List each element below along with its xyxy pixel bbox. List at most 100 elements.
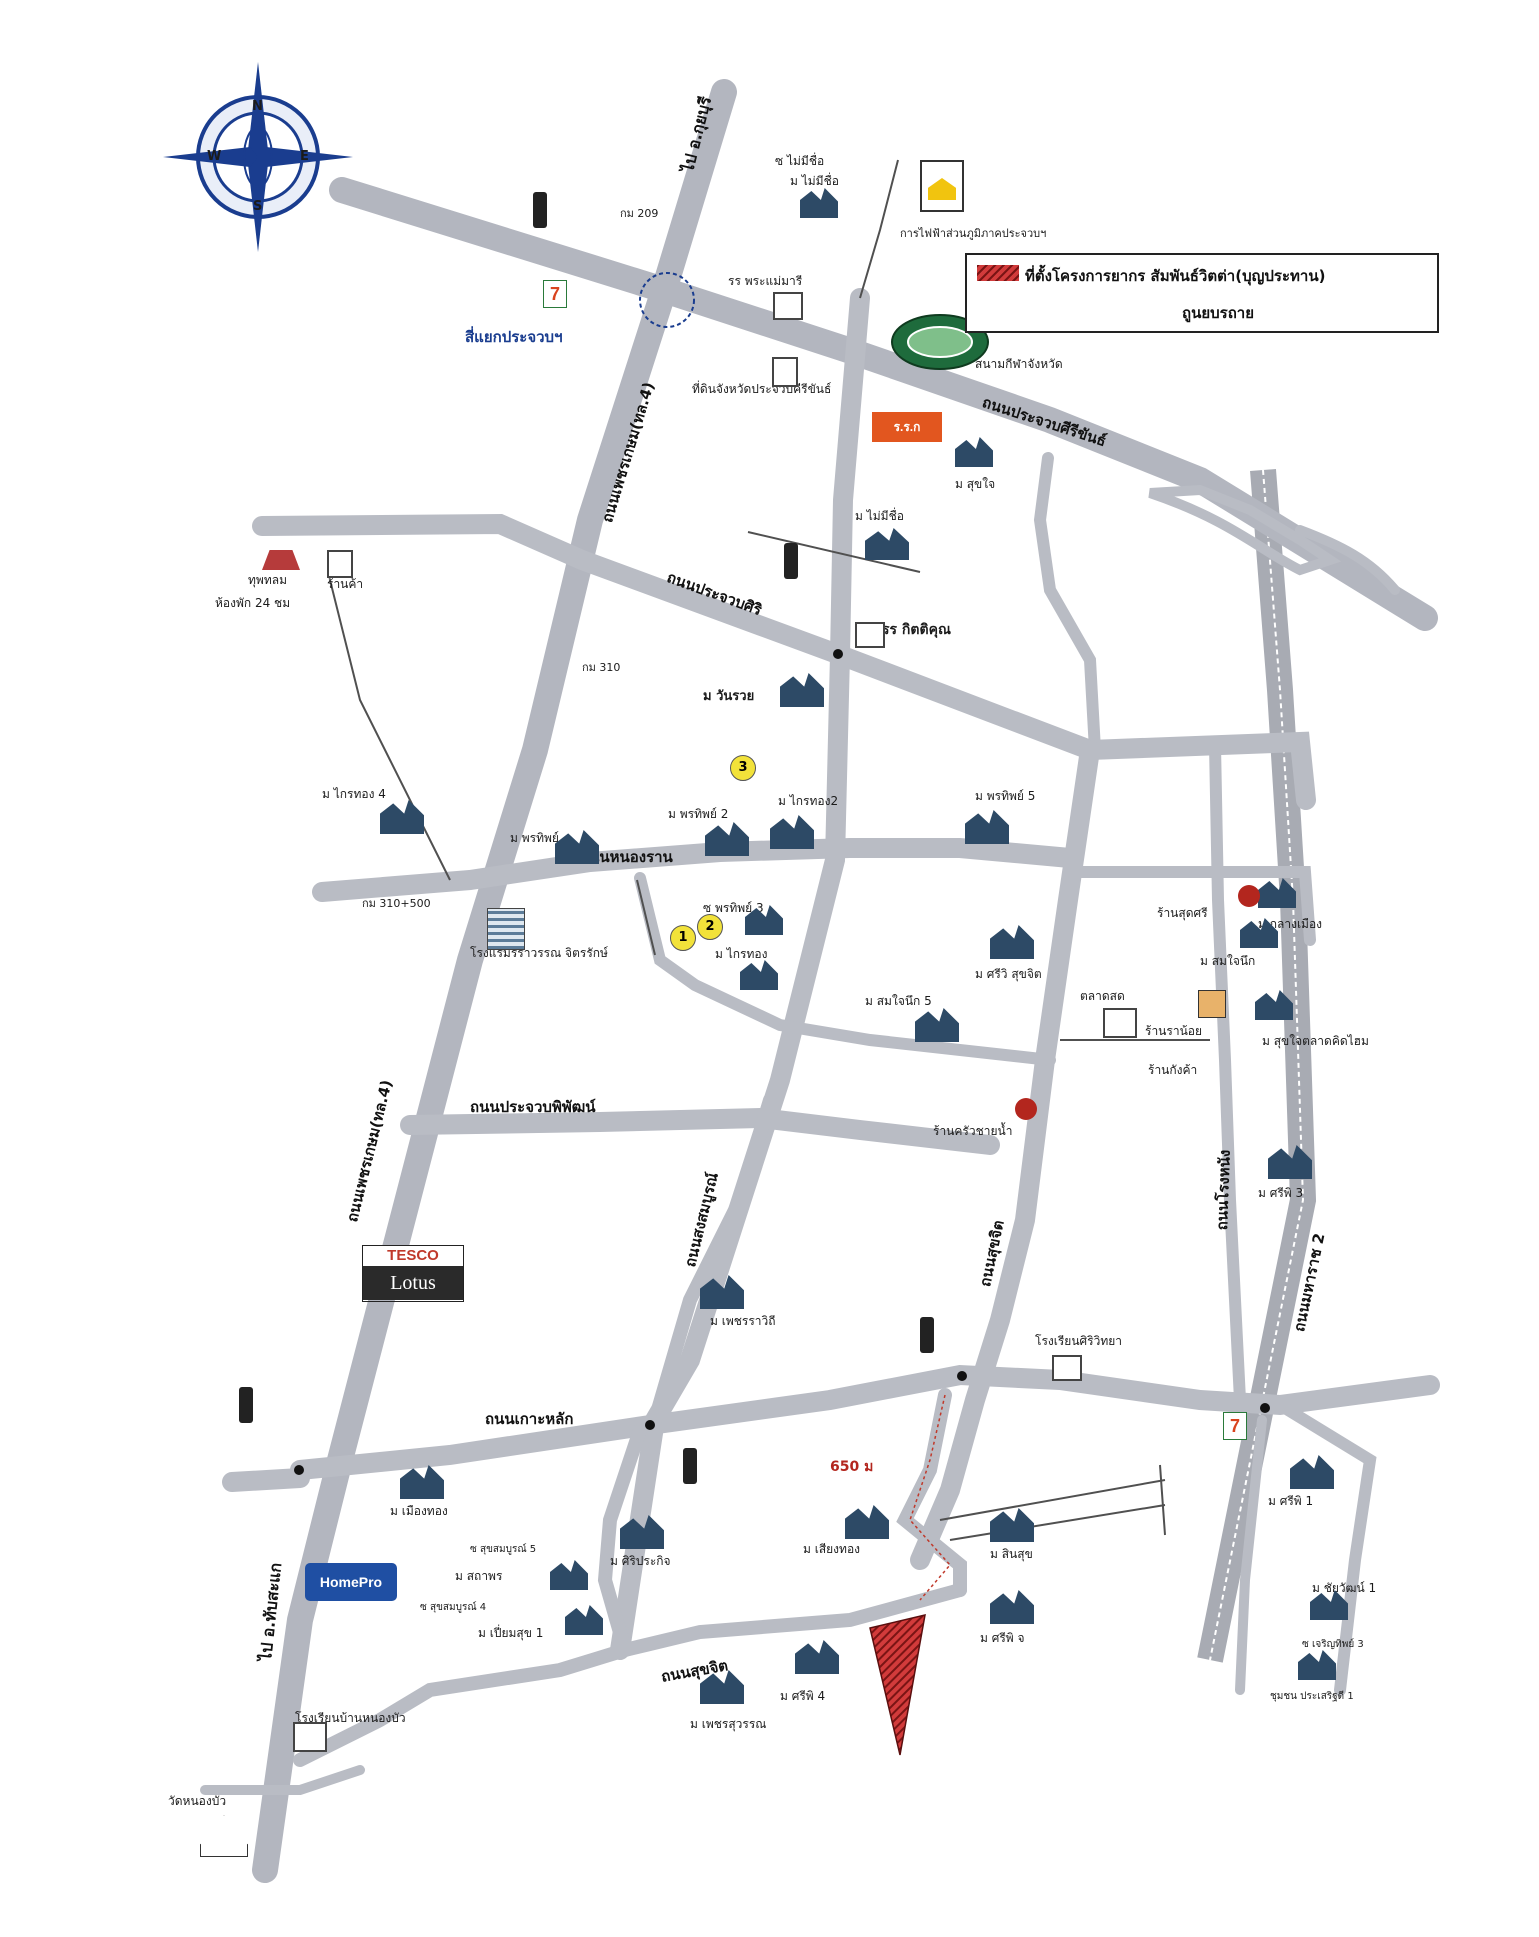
place-shop-top: ร้านค้า [327, 577, 364, 591]
compass-w-label: W [207, 149, 222, 164]
distance-650m-label: 650 ม [830, 1459, 874, 1475]
place-mu-srisi-j: ม ศรีพิ จ [980, 1631, 1025, 1645]
legend-project-label: ที่ตั้งโครงการยากร สัมพันธ์วิตต่า(บุญประ… [1025, 267, 1326, 285]
big-c-logo: ร.ร.ก [872, 412, 942, 442]
place-mu-krothong4: ม ไกรทอง 4 [322, 787, 386, 801]
place-hotel-jittarak: โรงแรมรราวรรณ จิตรรักษ์ [470, 946, 608, 960]
shop-icon [1198, 990, 1226, 1018]
office-icon [772, 357, 798, 387]
place-maimisi-top: ซ ไม่มีชื่อ [775, 154, 825, 168]
place-mu-krothong: ม ไกรทอง [715, 947, 768, 961]
place-shop-kham: ร้านกังค้า [1148, 1063, 1198, 1077]
traffic-light-icon [920, 1317, 934, 1353]
place-hong-pak: ห้องพัก 24 ชม [215, 596, 291, 610]
stadium-icon [891, 314, 989, 370]
house-icon [920, 160, 964, 212]
hotel-roof-icon [262, 550, 300, 570]
roads [200, 79, 1440, 1883]
place-shop-noy: ร้านราน้อย [1145, 1024, 1203, 1038]
place-mu-sukjai: ม สุขใจ [955, 477, 996, 491]
school-icon [773, 292, 803, 320]
school-icon [293, 1722, 327, 1752]
school-icon [855, 622, 885, 648]
legend: ที่ตั้งโครงการยากร สัมพันธ์วิตต่า(บุญประ… [965, 253, 1439, 333]
traffic-light-icon [239, 1387, 253, 1423]
place-stadium: สนามกีฬาจังหวัด [975, 357, 1063, 371]
compass-n-label: N [252, 99, 263, 114]
place-mu-siangthong: ม เสียงทอง [803, 1542, 861, 1556]
homepro-logo: HomePro [305, 1563, 397, 1601]
road-rail-road-label: ถนนโรงหนัง [1213, 1149, 1234, 1231]
place-mu-pornthip: ม พรทิพย์ [510, 831, 559, 845]
place-mu-sap-prachadee: ชุมชน ประเสริฐดี 1 [1270, 1691, 1354, 1702]
traffic-light-icon [533, 192, 547, 228]
road-petchkasem [252, 79, 737, 1883]
place-mu-somjaineuk: ม สมใจนึก [1200, 954, 1256, 968]
traffic-light-icon [784, 543, 798, 579]
market-icon [1103, 1008, 1137, 1038]
place-mu-maimisi: ม ไม่มีชื่อ [855, 509, 904, 523]
compass-icon [163, 62, 353, 252]
place-mu-sukjai-talad: ม สุขใจตลาดคิดไฮม [1262, 1034, 1369, 1048]
place-mu-krothong2: ม ไกรทอง2 [778, 794, 839, 808]
shop-icon [327, 550, 353, 578]
place-mu-wanruay: ม วันรวย [703, 689, 755, 704]
place-mu-pornthip5: ม พรทิพย์ 5 [975, 789, 1036, 803]
road-nong-khan-label: ถนนหนองราน [580, 848, 673, 866]
place-mu-sriwi-sukjit: ม ศรีวิ สุขจิต [975, 967, 1042, 981]
hotel-icon [487, 908, 525, 950]
compass-e-label: E [300, 149, 309, 164]
place-mu-sin-suk: ม สินสุข [990, 1547, 1033, 1561]
place-maimisi-top2: ม ไม่มีชื่อ [790, 174, 839, 188]
compass-s-label: S [253, 199, 263, 214]
place-mu-srisi3: ม ศรีพิ 3 [1258, 1186, 1304, 1200]
km310-500-label: กม 310+500 [362, 897, 431, 910]
place-talad-sod: ตลาดสด [1080, 989, 1125, 1003]
place-provincial-office: ที่ดินจังหวัดประจวบคีรีขันธ์ [692, 382, 832, 396]
seven-eleven-logo-top: 7 [543, 280, 567, 308]
place-school-phramae: รร พระแม่มารี [728, 274, 803, 288]
road-prachuap-phiphat-label: ถนนประจวบพิพัฒน์ [470, 1098, 596, 1116]
marker-3[interactable]: 3 [730, 755, 756, 781]
place-school-nongbua: โรงเรียนบ้านหนองบัว [295, 1711, 406, 1725]
place-mu-muangthong: ม เมืองทอง [390, 1504, 448, 1518]
lotus-text: Lotus [363, 1266, 463, 1300]
route-650m [909, 1394, 951, 1601]
house-roof-icon [928, 178, 956, 200]
place-school-kitkhun: รร กิตติคุณ [882, 622, 951, 638]
marker-1[interactable]: 1 [670, 925, 696, 951]
place-mu-somjaineuk5: ม สมใจนึก 5 [865, 994, 932, 1008]
place-mu-sukhumboon4: ซ สุขสมบูรณ์ 4 [420, 1602, 487, 1613]
place-mu-pornthip3: ซ พรทิพย์ 3 [703, 901, 764, 915]
tesco-lotus-logo: TESCO Lotus [362, 1245, 464, 1302]
place-mu-phet-rodchai: ม เพชรราวิถี [710, 1314, 776, 1328]
place-mu-petchsuwan: ม เพชรสุวรรณ [690, 1717, 767, 1731]
place-shop-krua: ร้านครัวชายน้ำ [933, 1124, 1013, 1138]
restaurant-icon [1238, 885, 1260, 907]
place-mu-siriprakit: ม ศิริประกิจ [610, 1554, 671, 1568]
place-mu-pornthip-j: ซ เจริญทิพย์ 3 [1302, 1639, 1364, 1650]
place-tukdin: ทุพทลม [248, 573, 287, 587]
restaurant-icon [1015, 1098, 1037, 1120]
school-icon [1052, 1355, 1082, 1381]
intersection-label: สี่แยกประจวบฯ [465, 328, 563, 346]
place-school-siriwittaya: โรงเรียนศิริวิทยา [1035, 1334, 1123, 1348]
place-wat-nongbua: วัดหนองบัว [168, 1794, 227, 1808]
junction-dots [294, 649, 1270, 1475]
place-mu-sathaporn: ม สถาพร [455, 1569, 503, 1583]
intersection-circle [639, 272, 695, 328]
road-ko-lak-label: ถนนเกาะหลัก [485, 1410, 574, 1428]
place-mu-sukhumboon5: ซ สุขสมบูรณ์ 5 [470, 1544, 537, 1555]
place-mu-chuwongchai1: ม ชัยวัฒน์ 1 [1312, 1581, 1377, 1595]
place-mu-srisi4: ม ศรีพิ 4 [780, 1689, 826, 1703]
seven-eleven-logo-bottom: 7 [1223, 1412, 1247, 1440]
km310-label: กม 310 [582, 661, 621, 674]
project-location[interactable] [869, 1614, 926, 1756]
legend-secondary-label: ถูนยบรถาย [1182, 304, 1254, 322]
traffic-light-icon [683, 1448, 697, 1484]
km209-label: กม 209 [620, 207, 659, 220]
place-mu-klangmuang: ม กลางเมือง [1258, 917, 1323, 931]
place-mu-chiangsuk: ม เปี่ยมสุข 1 [478, 1626, 544, 1640]
marker-2[interactable]: 2 [697, 914, 723, 940]
place-electricity: การไฟฟ้าส่วนภูมิภาคประจวบฯ [900, 227, 1047, 240]
